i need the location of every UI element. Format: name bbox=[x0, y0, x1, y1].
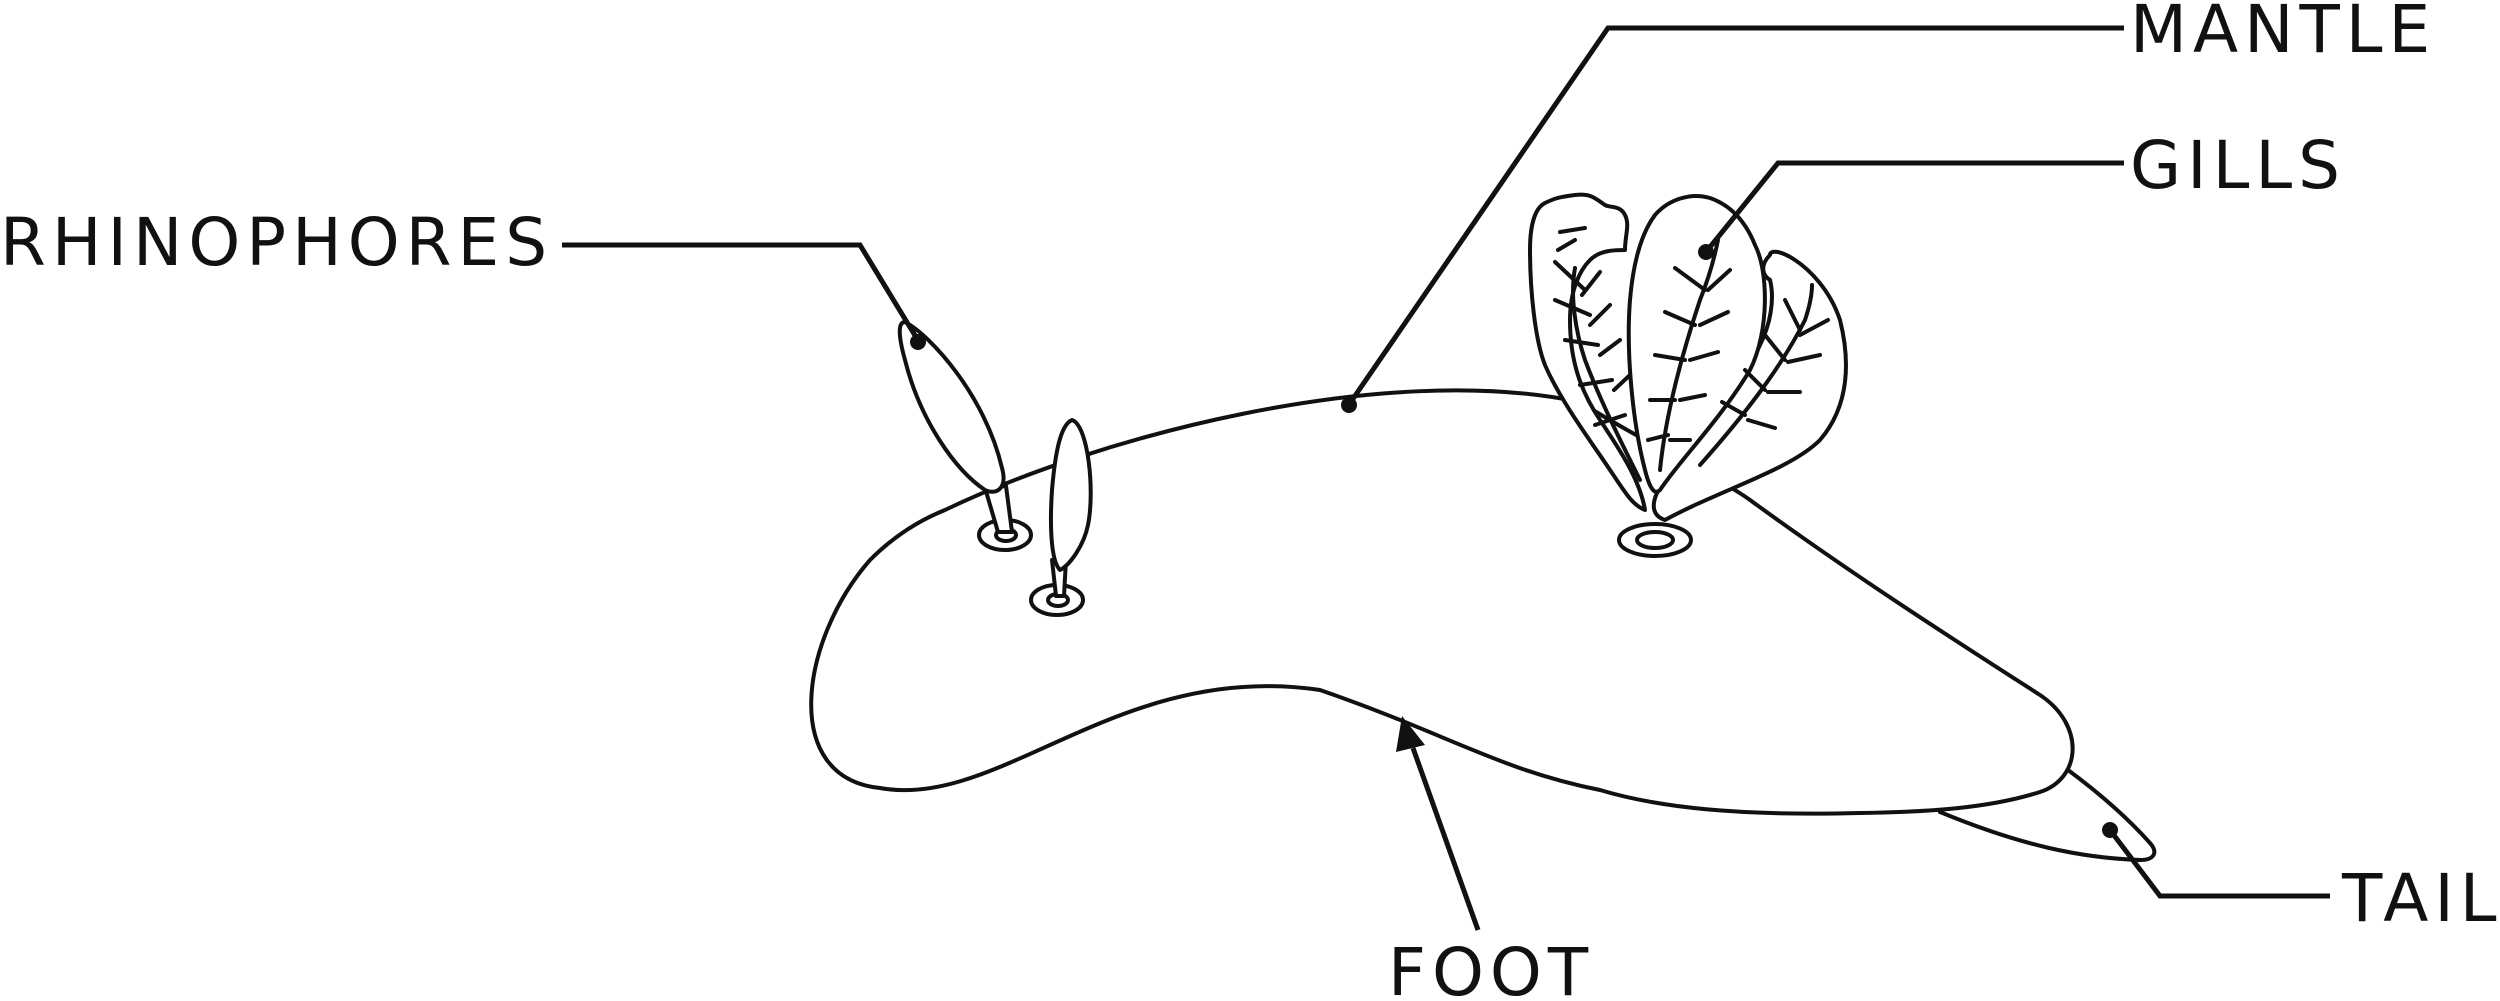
gill-branch-rear-twig-2 bbox=[1746, 318, 1830, 430]
gill-branch-front-stem bbox=[1571, 266, 1642, 482]
gill-branch-rear-twig-1 bbox=[1720, 298, 1802, 417]
gill-branches-rear bbox=[1698, 283, 1830, 467]
gill-plume-front bbox=[1528, 192, 1647, 512]
tail-fin bbox=[1938, 768, 2157, 862]
gills bbox=[1528, 192, 1848, 558]
nudibranch-body bbox=[809, 388, 2157, 862]
foot-arrow bbox=[1396, 716, 1481, 931]
gill-branches-middle bbox=[1646, 238, 1732, 472]
rhinophores-leader-dot bbox=[910, 334, 926, 350]
mantle-label: MANTLE bbox=[2130, 0, 2436, 68]
rhinophore-left-club bbox=[897, 320, 1006, 494]
foot-arrow-shaft bbox=[1410, 747, 1481, 931]
rhinophores-callout bbox=[562, 242, 926, 350]
gill-branch-front-twig-3 bbox=[1556, 226, 1587, 252]
rhinophores bbox=[897, 320, 1093, 617]
gill-branch-front-twig-2 bbox=[1580, 270, 1632, 392]
body-outline bbox=[809, 388, 2075, 816]
gill-branch-front-twig-1 bbox=[1553, 260, 1627, 427]
tail-leader-line bbox=[2108, 828, 2330, 899]
rhinophores-label: RHINOPHORES bbox=[0, 204, 553, 281]
foot-arrow-head bbox=[1396, 716, 1425, 752]
tail-leader-dot bbox=[2102, 822, 2118, 838]
gill-branches-front bbox=[1553, 226, 1642, 482]
gill-branch-rear-stem bbox=[1698, 283, 1814, 467]
gills-base-inner bbox=[1635, 530, 1675, 550]
rhinophore-left bbox=[897, 320, 1033, 552]
gills-label: GILLS bbox=[2130, 127, 2346, 204]
gills-callout bbox=[1698, 160, 2124, 260]
mantle-leader-dot bbox=[1341, 397, 1357, 413]
mantle-leader-line bbox=[1345, 25, 2124, 408]
gills-leader-dot bbox=[1698, 244, 1714, 260]
gill-branch-middle-twig-1 bbox=[1646, 266, 1707, 442]
mantle-callout bbox=[1341, 25, 2124, 413]
gills-leader-line bbox=[1704, 160, 2124, 254]
gill-branch-middle-twig-2 bbox=[1668, 268, 1732, 442]
foot-label: FOOT bbox=[1388, 934, 1594, 1001]
rhinophore-right-club bbox=[1048, 418, 1093, 572]
rhinophore-right bbox=[1029, 418, 1093, 617]
tail-label: TAIL bbox=[2341, 860, 2500, 937]
rhinophores-leader-line bbox=[562, 242, 922, 344]
tail-callout bbox=[2102, 822, 2330, 899]
